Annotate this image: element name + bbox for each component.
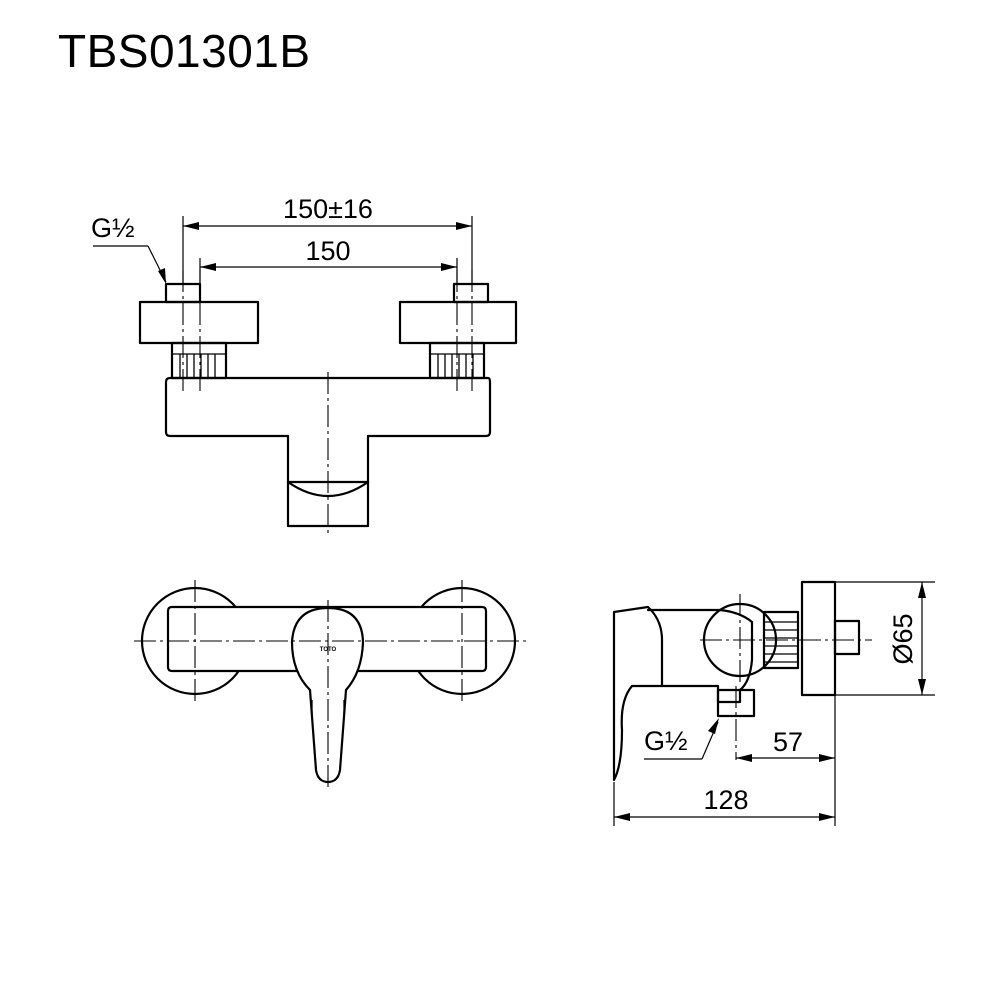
- side-view: Ø65 57 128 G½: [612, 580, 935, 826]
- side-lever: [612, 605, 664, 782]
- dim-150: 150: [305, 236, 350, 266]
- model-title: TBS01301B: [58, 25, 311, 77]
- right-wall-flange: [398, 300, 518, 345]
- dim-150-pm-16: 150±16: [283, 194, 373, 224]
- dim-57: 57: [773, 727, 803, 757]
- dim-128: 128: [703, 785, 748, 815]
- side-inlet-pipe: [833, 619, 861, 656]
- right-inlet-pipe: [452, 282, 490, 304]
- side-union-nut: [762, 610, 800, 670]
- side-flange: [800, 580, 837, 697]
- top-view: TOTO: [134, 580, 526, 790]
- thread-label-front: G½: [91, 213, 135, 243]
- thread-label-side: G½: [644, 726, 688, 756]
- front-view: 150±16 150 G½: [91, 194, 518, 534]
- dim-diameter-65: Ø65: [888, 613, 918, 664]
- left-wall-flange: [138, 300, 260, 345]
